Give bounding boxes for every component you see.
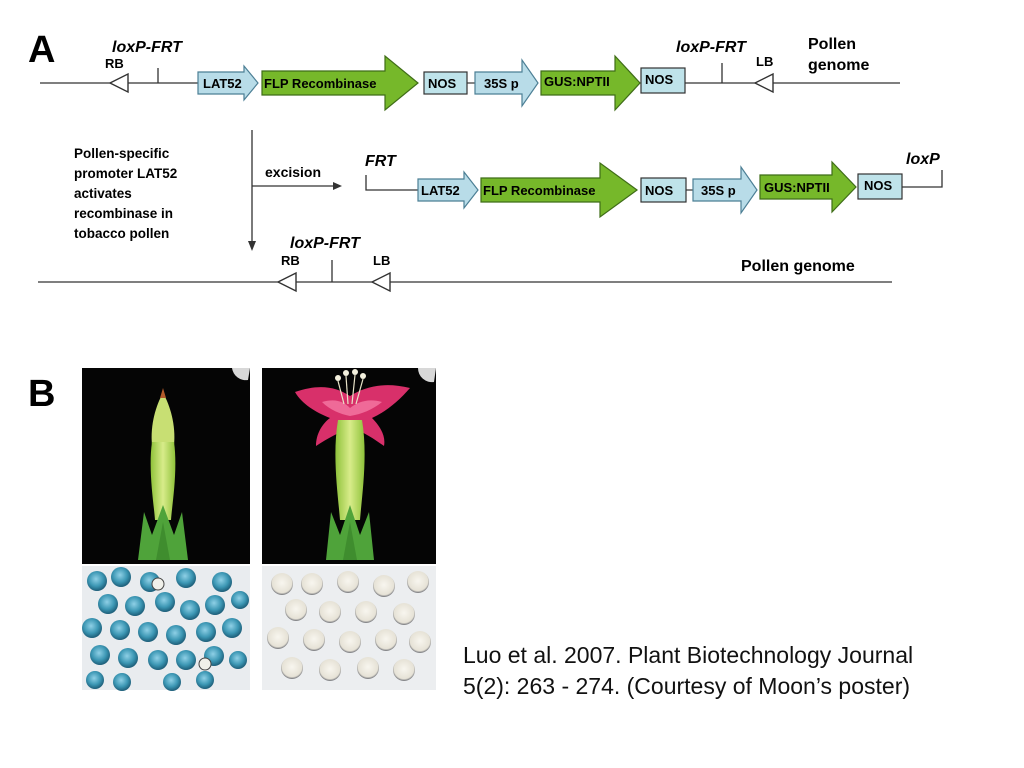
- loxp-label: loxP: [906, 151, 940, 168]
- excised-flp-label: FLP Recombinase: [483, 183, 595, 198]
- lb-triangle: [753, 72, 774, 94]
- excised-flp-arrow: [480, 161, 639, 219]
- bottom-rb-label: RB: [281, 253, 300, 268]
- top-nos-label-1: NOS: [428, 76, 457, 91]
- top-left-site-label: loxP-FRT: [112, 39, 183, 56]
- top-nos-box-2: [640, 67, 686, 94]
- excised-35s-arrow: [692, 165, 758, 215]
- annotation-line-3: activates: [74, 186, 132, 201]
- pollen-photo-stained: [82, 566, 250, 691]
- frt-label: FRT: [365, 153, 397, 170]
- process-arrows: [248, 130, 342, 251]
- annotation-line-2: promoter LAT52: [74, 166, 177, 181]
- annotation-line-4: recombinase in: [74, 206, 173, 221]
- panel-a-label: A: [28, 29, 55, 71]
- annotation-line-1: Pollen-specific: [74, 146, 170, 161]
- top-genome-label-line1: Pollen: [808, 36, 856, 53]
- top-right-site-label: loxP-FRT: [676, 39, 747, 56]
- bottom-genome: loxP-FRT RB LB Pollen genome: [38, 235, 892, 293]
- top-nos-label-2: NOS: [645, 72, 674, 87]
- excised-nos-box-1: [640, 177, 687, 203]
- excised-nos-label-2: NOS: [864, 178, 893, 193]
- bottom-genome-label: Pollen genome: [741, 258, 855, 275]
- bottom-rb-triangle: [276, 271, 297, 293]
- panel-b-label: B: [28, 373, 55, 415]
- bottom-lb-label: LB: [373, 253, 390, 268]
- pollen-photo-unstained: [262, 566, 436, 690]
- excised-nos-label-1: NOS: [645, 183, 674, 198]
- annotation-line-5: tobacco pollen: [74, 226, 169, 241]
- flower-photo-unopened: [82, 368, 250, 564]
- excised-gus-arrow: [759, 160, 857, 214]
- excised-lat52-label: LAT52: [421, 183, 460, 198]
- excised-lat52-arrow: [417, 170, 479, 210]
- rb-triangle: [108, 72, 129, 94]
- top-flp-label: FLP Recombinase: [264, 76, 376, 91]
- excised-gus-label: GUS:NPTII: [764, 180, 830, 195]
- top-gus-arrow: [540, 54, 641, 112]
- top-genome-label-line2: genome: [808, 57, 869, 74]
- top-construct: loxP-FRT RB loxP-FRT LB Pollen genome LA…: [40, 36, 900, 112]
- excised-nos-box-2: [857, 173, 903, 200]
- citation-line-1: Luo et al. 2007. Plant Biotechnology Jou…: [463, 642, 914, 668]
- citation-line-2: 5(2): 263 - 274. (Courtesy of Moon’s pos…: [463, 673, 911, 699]
- annotation-text: Pollen-specific promoter LAT52 activates…: [74, 146, 321, 241]
- top-lat52-arrow: [197, 64, 259, 102]
- flower-photo-opened: [262, 368, 436, 564]
- top-flp-arrow: [261, 54, 419, 112]
- top-35s-label: 35S p: [484, 76, 519, 91]
- top-rb-label: RB: [105, 56, 124, 71]
- top-lat52-label: LAT52: [203, 76, 242, 91]
- top-gus-label: GUS:NPTII: [544, 74, 610, 89]
- excised-35s-label: 35S p: [701, 183, 736, 198]
- excised-construct: FRT loxP LAT52 FLP Recombinase NOS 35S p…: [365, 151, 943, 219]
- bottom-site-label: loxP-FRT: [290, 235, 361, 252]
- top-35s-arrow: [474, 58, 539, 108]
- bottom-lb-triangle: [370, 271, 391, 293]
- top-lb-label: LB: [756, 54, 773, 69]
- excision-label: excision: [265, 164, 321, 180]
- citation: Luo et al. 2007. Plant Biotechnology Jou…: [463, 640, 1003, 702]
